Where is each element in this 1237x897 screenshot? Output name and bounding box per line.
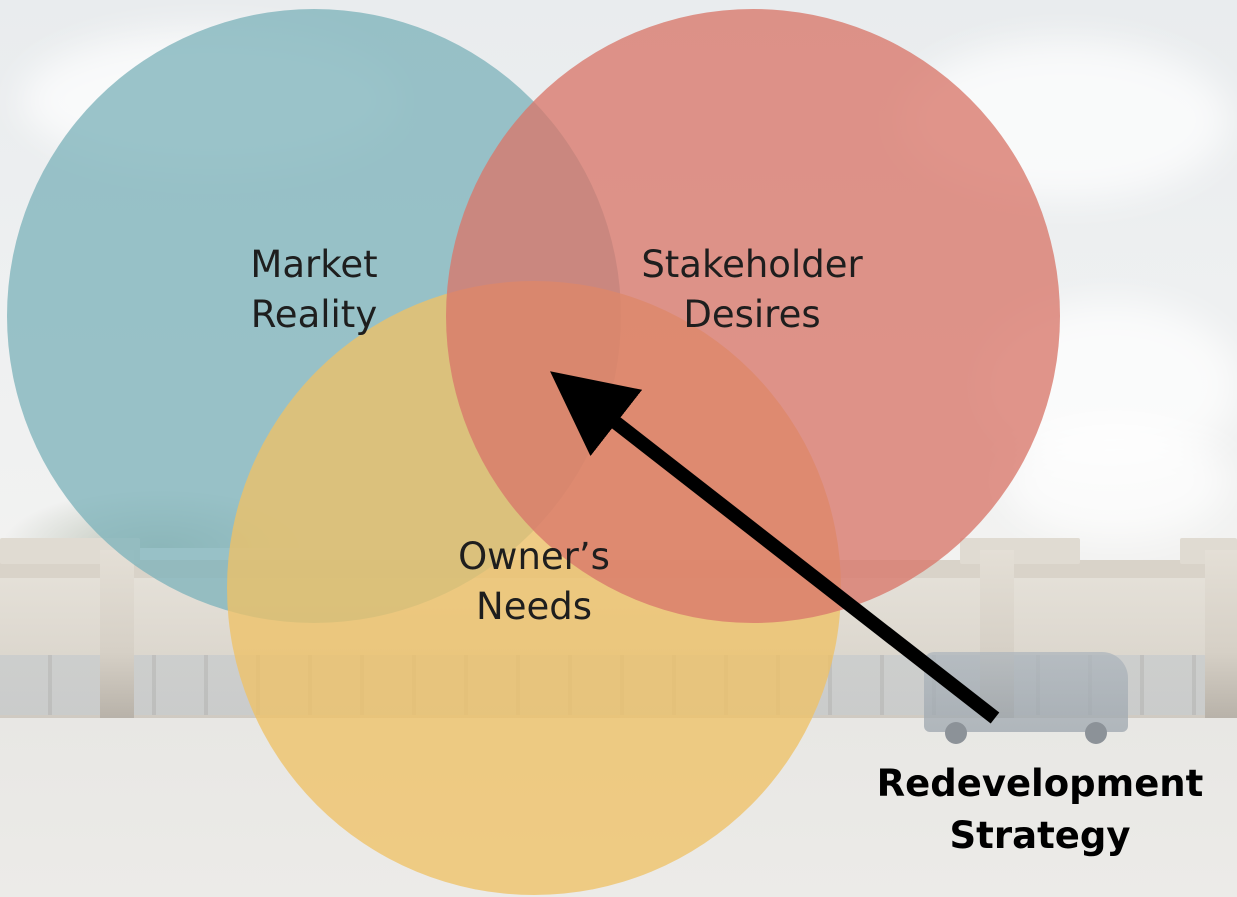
market-reality-label: Market Reality [214, 240, 414, 340]
strategy-line-1: Redevelopment [876, 762, 1204, 805]
market-reality-line-2: Reality [250, 293, 378, 336]
owners-needs-label: Owner’s Needs [424, 532, 644, 632]
owners-needs-line-2: Needs [476, 585, 592, 628]
pillar [1205, 550, 1237, 720]
pointer-arrow [550, 371, 1000, 724]
van-wheel [945, 722, 967, 744]
strategy-line-2: Strategy [949, 814, 1131, 857]
cloud [1000, 420, 1230, 540]
stakeholder-desires-circle [446, 9, 1060, 623]
market-reality-line-1: Market [250, 243, 378, 286]
redevelopment-strategy-label: Redevelopment Strategy [850, 758, 1230, 862]
stakeholder-desires-label: Stakeholder Desires [602, 240, 902, 340]
van-wheel [1085, 722, 1107, 744]
pillar [100, 550, 134, 720]
stakeholder-desires-line-1: Stakeholder [641, 243, 863, 286]
stakeholder-desires-line-2: Desires [683, 293, 821, 336]
owners-needs-line-1: Owner’s [458, 535, 610, 578]
